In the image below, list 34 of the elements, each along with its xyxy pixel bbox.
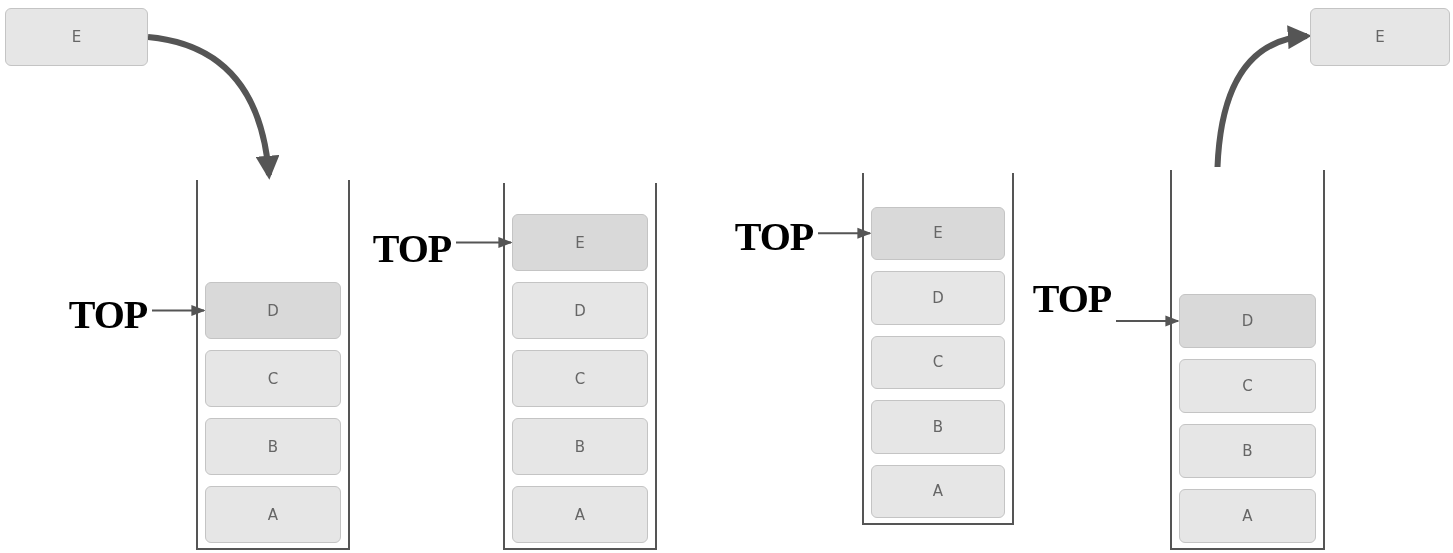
top-label: TOP xyxy=(66,288,150,340)
stack-item: B xyxy=(1179,424,1316,478)
stack-item: A xyxy=(1179,489,1316,543)
stack-container xyxy=(196,180,350,550)
arrow xyxy=(817,227,872,239)
arrow xyxy=(1115,315,1180,327)
arrow xyxy=(1214,26,1312,168)
element-box: E xyxy=(5,8,148,66)
top-label: TOP xyxy=(370,222,454,274)
stack-item: C xyxy=(871,335,1005,389)
stack-item: E xyxy=(512,214,648,271)
stack-item: A xyxy=(205,486,341,543)
stack-item: B xyxy=(512,418,648,475)
stack-container xyxy=(1170,170,1325,550)
stack-item: C xyxy=(512,350,648,407)
element-box: E xyxy=(1310,8,1450,66)
stack-item: A xyxy=(512,486,648,543)
stack-item: C xyxy=(205,350,341,407)
top-label: TOP xyxy=(732,210,816,262)
stack-item: D xyxy=(871,271,1005,325)
arrow xyxy=(151,304,206,317)
stack-item: D xyxy=(205,282,341,339)
stack-item: D xyxy=(1179,294,1316,348)
stack-item: A xyxy=(871,464,1005,518)
stack-item: D xyxy=(512,282,648,339)
arrow xyxy=(455,236,513,249)
top-label: TOP xyxy=(1030,272,1114,324)
arrow xyxy=(147,34,279,180)
stack-item: E xyxy=(871,206,1005,260)
stack-container xyxy=(503,183,657,550)
stack-item: B xyxy=(871,400,1005,454)
stack-container xyxy=(862,173,1014,525)
stack-item: B xyxy=(205,418,341,475)
stack-item: C xyxy=(1179,359,1316,413)
